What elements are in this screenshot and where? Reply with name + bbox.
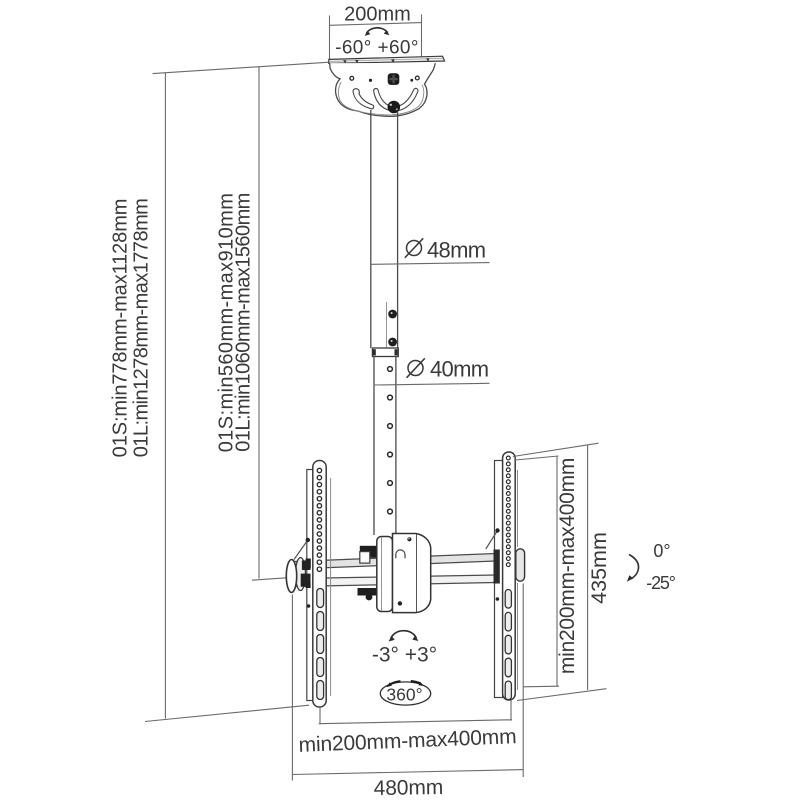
svg-text:0°: 0°: [653, 541, 670, 561]
svg-text:-60° +60°: -60° +60°: [335, 38, 419, 59]
svg-text:01S:min560mm-max910mm: 01S:min560mm-max910mm: [216, 193, 238, 453]
svg-text:435mm: 435mm: [587, 532, 611, 604]
svg-text:01L:min1060mm-max1560mm: 01L:min1060mm-max1560mm: [233, 193, 255, 452]
svg-text:360°: 360°: [386, 685, 422, 705]
svg-text:01L:min1278mm-max1778mm: 01L:min1278mm-max1778mm: [131, 199, 153, 458]
svg-text:48mm: 48mm: [427, 238, 485, 263]
svg-text:01S:min778mm-max1128mm: 01S:min778mm-max1128mm: [110, 199, 132, 458]
svg-text:min200mm-max400mm: min200mm-max400mm: [556, 458, 579, 674]
svg-text:-25°: -25°: [646, 573, 675, 593]
svg-text:480mm: 480mm: [373, 776, 443, 800]
svg-text:200mm: 200mm: [344, 3, 411, 25]
svg-text:40mm: 40mm: [430, 357, 488, 382]
svg-text:-3° +3°: -3° +3°: [372, 644, 437, 667]
